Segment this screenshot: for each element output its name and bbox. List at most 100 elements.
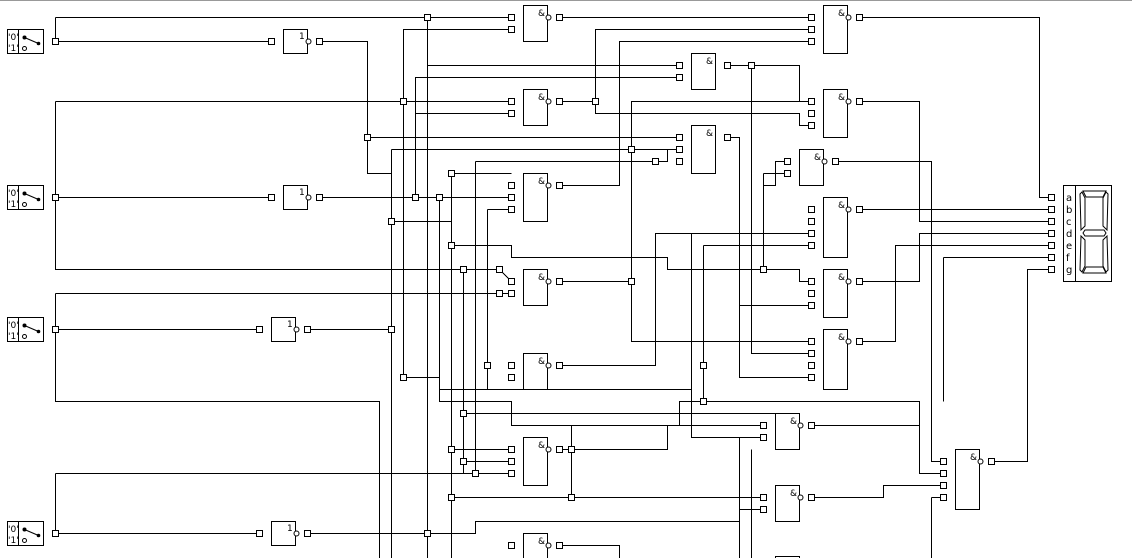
pin-terminal bbox=[676, 74, 683, 81]
pin-terminal bbox=[856, 278, 863, 285]
pin-terminal bbox=[508, 182, 515, 189]
pin-terminal bbox=[676, 146, 683, 153]
pin-terminal bbox=[808, 290, 815, 297]
and-gate-body bbox=[523, 533, 548, 558]
display-segment-d bbox=[1082, 266, 1107, 274]
wire bbox=[415, 77, 680, 198]
pin-terminal bbox=[808, 38, 815, 45]
and-gate-body bbox=[823, 5, 848, 54]
inverter-bubble bbox=[797, 422, 804, 429]
segment-label-a: a bbox=[1066, 193, 1072, 204]
wire bbox=[811, 485, 944, 498]
and-gate-body bbox=[823, 197, 848, 258]
wire bbox=[475, 149, 680, 162]
and-gate-body bbox=[523, 269, 548, 306]
inverter-bubble bbox=[545, 278, 552, 285]
pin-terminal bbox=[388, 218, 395, 225]
pin-terminal bbox=[1048, 194, 1055, 201]
pin-terminal bbox=[556, 446, 563, 453]
pin-terminal bbox=[628, 278, 635, 285]
wire bbox=[763, 173, 776, 270]
wire bbox=[859, 245, 1052, 342]
pin-terminal bbox=[496, 290, 503, 297]
and-gate: & bbox=[691, 53, 716, 90]
and-gate: & bbox=[823, 197, 848, 258]
and-gate: & bbox=[775, 556, 800, 558]
pin-terminal bbox=[676, 62, 683, 69]
pin-terminal bbox=[808, 122, 815, 129]
pin-terminal bbox=[592, 98, 599, 105]
pin-terminal bbox=[424, 530, 431, 537]
wire bbox=[727, 137, 812, 378]
and-gate-body bbox=[823, 269, 848, 318]
switch-contact-one bbox=[22, 334, 27, 339]
wire bbox=[559, 29, 812, 102]
display-segment-g bbox=[1082, 229, 1107, 237]
pin-terminal bbox=[304, 530, 311, 537]
inverter-bubble bbox=[545, 98, 552, 105]
switch-label-one: '1' bbox=[8, 200, 19, 210]
switch-lever bbox=[24, 193, 39, 200]
inverter-bubble bbox=[293, 530, 300, 537]
pin-terminal bbox=[388, 326, 395, 333]
switch-pivot bbox=[36, 329, 41, 334]
pin-terminal bbox=[856, 14, 863, 21]
pin-terminal bbox=[808, 278, 815, 285]
wire bbox=[559, 41, 812, 186]
and-gate-symbol: & bbox=[538, 537, 545, 547]
and-gate: & bbox=[691, 125, 716, 174]
pin-terminal bbox=[508, 98, 515, 105]
pin-terminal bbox=[460, 458, 467, 465]
segment-label-d: d bbox=[1066, 229, 1072, 240]
wire bbox=[859, 233, 1052, 282]
pin-terminal bbox=[556, 278, 563, 285]
and-gate-body bbox=[523, 353, 548, 390]
pin-terminal bbox=[784, 158, 791, 165]
pin-terminal bbox=[508, 542, 515, 549]
pin-terminal bbox=[508, 374, 515, 381]
and-gate-symbol: & bbox=[706, 57, 713, 67]
and-gate-symbol: & bbox=[838, 273, 845, 283]
wire bbox=[451, 245, 812, 282]
wire bbox=[811, 425, 920, 474]
pin-terminal bbox=[940, 482, 947, 489]
wire bbox=[727, 65, 812, 354]
pin-terminal bbox=[832, 158, 839, 165]
inverter-bubble bbox=[845, 98, 852, 105]
and-gate: & bbox=[523, 269, 548, 306]
pin-terminal bbox=[556, 98, 563, 105]
pin-terminal bbox=[568, 494, 575, 501]
wire bbox=[427, 509, 764, 534]
wire bbox=[559, 101, 812, 282]
and-gate-symbol: & bbox=[838, 333, 845, 343]
switch-lever bbox=[24, 325, 39, 332]
and-gate: & bbox=[823, 89, 848, 138]
pin-terminal bbox=[988, 458, 995, 465]
pin-terminal bbox=[268, 38, 275, 45]
pin-terminal bbox=[508, 362, 515, 369]
not-gate-body bbox=[271, 317, 296, 342]
switch-contact-one bbox=[22, 538, 27, 543]
and-gate-body bbox=[775, 556, 800, 558]
pin-terminal bbox=[760, 422, 767, 429]
pin-terminal bbox=[496, 266, 503, 273]
and-gate-symbol: & bbox=[790, 417, 797, 427]
and-gate-symbol: & bbox=[538, 441, 545, 451]
pin-terminal bbox=[1048, 218, 1055, 225]
display-segment-b bbox=[1102, 191, 1109, 232]
pin-terminal bbox=[808, 206, 815, 213]
pin-terminal bbox=[508, 14, 515, 21]
pin-terminal bbox=[268, 194, 275, 201]
pin-terminal bbox=[556, 542, 563, 549]
pin-terminal bbox=[760, 506, 767, 513]
pin-terminal bbox=[448, 242, 455, 249]
wire bbox=[691, 233, 764, 438]
pin-terminal bbox=[676, 158, 683, 165]
pin-terminal bbox=[400, 98, 407, 105]
wire bbox=[559, 233, 812, 366]
switch-label-zero: '0' bbox=[8, 525, 19, 535]
input-switch: '0''1' bbox=[7, 185, 44, 210]
wire bbox=[559, 545, 620, 558]
wire bbox=[703, 245, 944, 474]
